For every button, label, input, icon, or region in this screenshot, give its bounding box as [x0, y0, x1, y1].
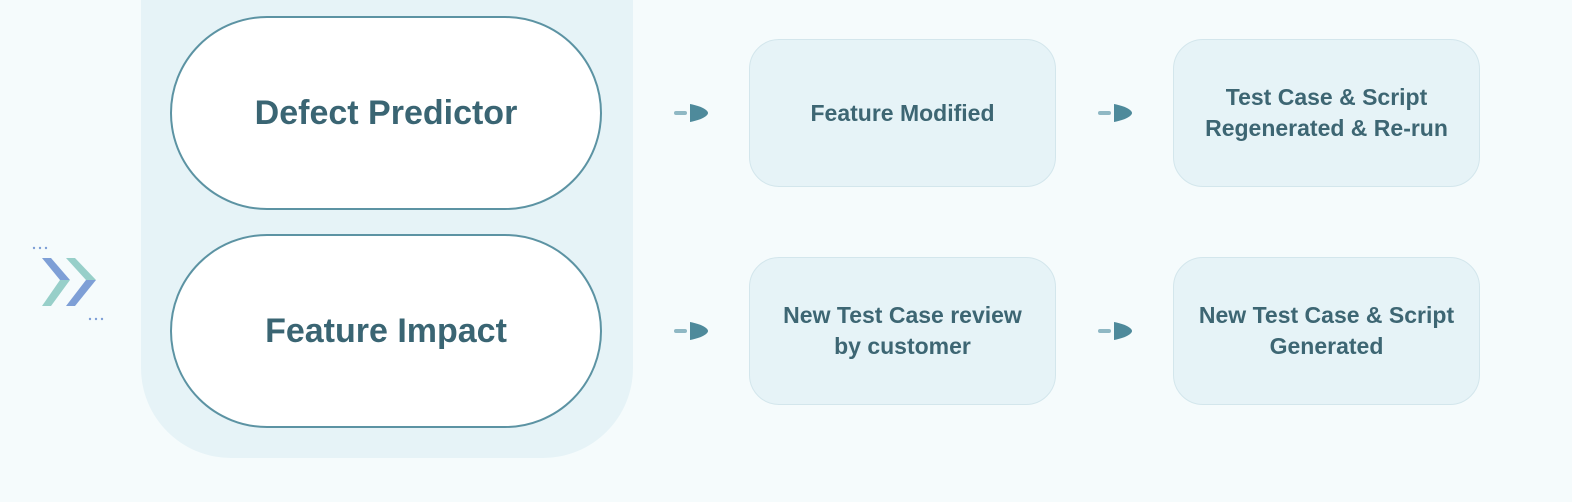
arrow-right-icon: [674, 322, 708, 340]
defect-predictor-label: Defect Predictor: [254, 93, 518, 132]
customer-review-label: New Test Case review by customer: [783, 302, 1022, 359]
arrow-right-icon: [1098, 322, 1132, 340]
feature-impact-label: Feature Impact: [265, 311, 507, 350]
feature-modified-label: Feature Modified: [810, 99, 995, 126]
regenerated-rerun-box: Test Case & Script Regenerated & Re-run: [1173, 39, 1480, 187]
arrow-right-icon: [674, 104, 708, 122]
customer-review-box: New Test Case review by customer: [749, 257, 1056, 405]
arrow-right-icon: [1098, 104, 1132, 122]
double-chevron-logo-icon: [32, 246, 104, 321]
defect-predictor-pill: Defect Predictor: [170, 16, 602, 210]
script-generated-box: New Test Case & Script Generated: [1173, 257, 1480, 405]
feature-impact-pill: Feature Impact: [170, 234, 602, 428]
feature-modified-box: Feature Modified: [749, 39, 1056, 187]
script-generated-label: New Test Case & Script Generated: [1198, 302, 1455, 359]
regenerated-rerun-label: Test Case & Script Regenerated & Re-run: [1205, 84, 1448, 141]
